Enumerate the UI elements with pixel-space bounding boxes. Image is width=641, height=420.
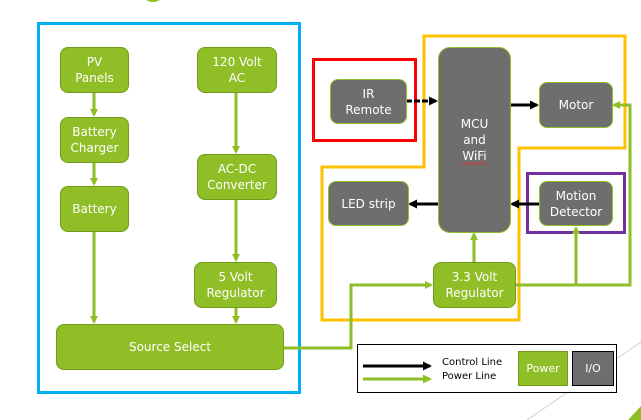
regulator-5v-block[interactable]: 5 Volt Regulator: [194, 262, 277, 308]
legend-lines: [363, 361, 432, 384]
battery-block[interactable]: Battery: [60, 186, 129, 232]
power-line-3v3-to-motor: [576, 101, 632, 287]
led-strip-block[interactable]: LED strip: [328, 181, 409, 226]
mcu-label-line-1: MCU: [460, 117, 489, 131]
motor-block[interactable]: Motor: [539, 82, 613, 128]
source-select-block[interactable]: Source Select: [56, 324, 284, 370]
ir-remote-block[interactable]: IR Remote: [330, 79, 407, 124]
power-line-3v3-to-motion: [515, 226, 580, 287]
legend-control-line-label: Control Line: [442, 357, 503, 368]
ac-dc-converter-block[interactable]: AC-DC Converter: [197, 154, 277, 200]
mcu-group-frame: [320, 34, 627, 322]
legend: Control Line Power Line Power I/O: [357, 344, 617, 393]
mcu-label-line-3: WiFi: [462, 149, 487, 163]
ac-120v-block[interactable]: 120 Volt AC: [197, 47, 277, 93]
power-line-source-to-3v3: [284, 281, 433, 350]
mcu-wifi-block[interactable]: MCU and WiFi: [438, 47, 511, 233]
battery-charger-block[interactable]: Battery Charger: [60, 117, 129, 163]
power-supply-group-frame: [37, 22, 301, 394]
decorative-circle: [146, 0, 160, 2]
legend-power-line-label: Power Line: [442, 371, 497, 382]
motion-detector-block[interactable]: Motion Detector: [539, 181, 613, 226]
regulator-3v3-block[interactable]: 3.3 Volt Regulator: [433, 262, 516, 308]
pv-panels-block[interactable]: PV Panels: [60, 47, 129, 93]
legend-power-swatch: Power: [518, 351, 568, 386]
mcu-label-line-2: and: [463, 133, 486, 147]
legend-io-swatch: I/O: [572, 351, 614, 386]
decorative-corner-triangle: [628, 406, 641, 420]
